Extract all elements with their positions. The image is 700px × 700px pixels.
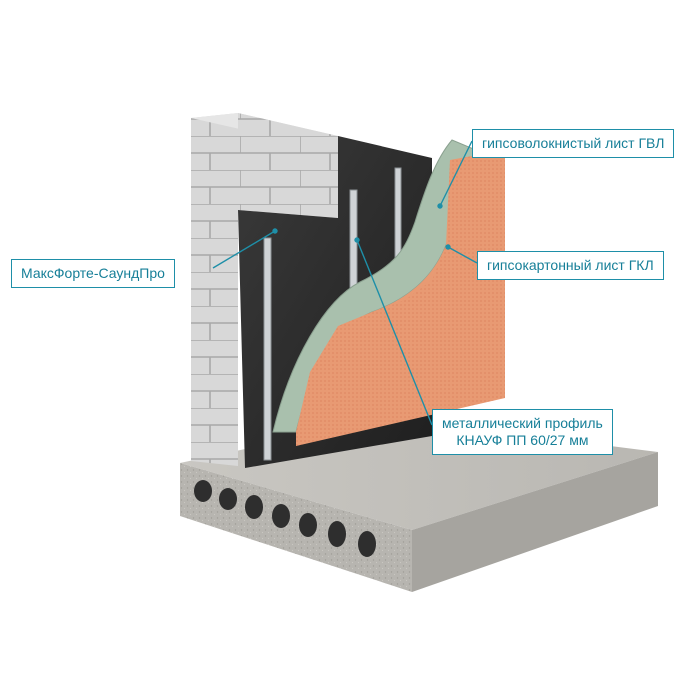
leader-maksforte	[212, 230, 276, 269]
brick-wall-side-face	[191, 113, 238, 466]
slab-hollow-cores	[194, 480, 376, 557]
callout-profile-line2: КНАУФ ПП 60/27 мм	[456, 432, 589, 448]
brick-wall-visible-face	[238, 113, 338, 218]
leader-gkl	[447, 246, 478, 264]
callout-gvl-text: гипсоволокнистый лист ГВЛ	[482, 135, 665, 151]
brick-wall	[191, 113, 338, 466]
callout-gkl-text: гипсокартонный лист ГКЛ	[487, 257, 654, 273]
callout-maksforte-text: МаксФорте-СаундПро	[21, 265, 165, 281]
callout-gkl: гипсокартонный лист ГКЛ	[477, 251, 664, 280]
callout-maksforte: МаксФорте-СаундПро	[11, 259, 175, 288]
metal-profile-left	[263, 237, 272, 461]
leader-profile	[356, 239, 433, 426]
callout-leader-lines	[212, 140, 478, 426]
callout-metal-profile: металлический профиль КНАУФ ПП 60/27 мм	[432, 409, 613, 455]
callout-profile-line1: металлический профиль	[442, 415, 603, 431]
slab-right-face	[412, 452, 658, 592]
slab-front-face	[180, 463, 412, 592]
gkl-front-sheet	[296, 150, 505, 446]
callout-gvl: гипсоволокнистый лист ГВЛ	[472, 129, 675, 158]
leader-gvl	[439, 140, 473, 207]
